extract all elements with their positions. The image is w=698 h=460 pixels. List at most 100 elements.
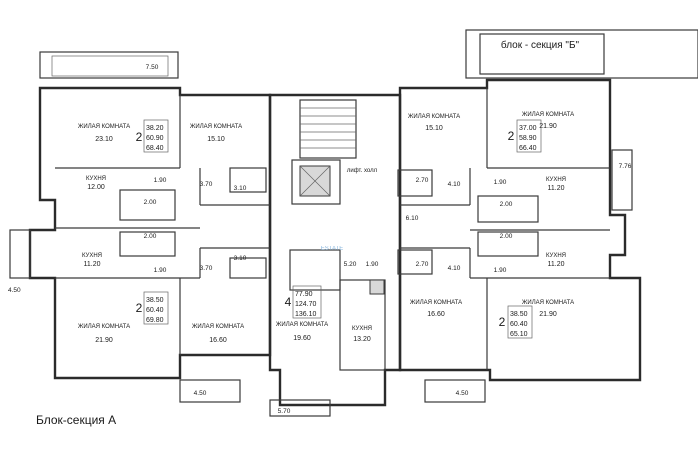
svg-text:19.60: 19.60 [293,335,311,342]
svg-text:23.10: 23.10 [95,136,113,143]
svg-text:2.70: 2.70 [416,177,429,184]
room-r9: ЖИЛАЯ КОМНАТА 15.10 [408,114,460,132]
svg-text:2: 2 [508,129,515,143]
bottom-balconies: 4.50 5.70 4.50 4.50 7.76 [8,149,633,417]
svg-text:1.90: 1.90 [154,177,167,184]
partitions-right [397,88,610,370]
svg-text:13.20: 13.20 [353,336,371,343]
apt-summary-bl: 2 38.50 60.40 69.80 [136,291,169,325]
svg-text:2: 2 [499,315,506,329]
svg-text:3.70: 3.70 [200,265,213,272]
room-r14: ЖИЛАЯ КОМНАТА 21.90 [522,300,574,318]
svg-text:21.90: 21.90 [539,123,557,130]
svg-text:68.40: 68.40 [146,145,164,152]
svg-text:КУХНЯ: КУХНЯ [82,253,102,259]
svg-text:11.20: 11.20 [548,185,565,192]
svg-text:2.70: 2.70 [416,261,429,268]
svg-text:ЖИЛАЯ КОМНАТА: ЖИЛАЯ КОМНАТА [190,124,242,130]
svg-text:66.40: 66.40 [519,145,537,152]
apt-summary-bc: 4 77.90 124.70 136.10 [285,285,322,319]
svg-text:2: 2 [136,130,143,144]
room-r1: ЖИЛАЯ КОМНАТА 23.10 [78,124,130,143]
dim-450-br: 4.50 [456,390,469,397]
svg-text:2.00: 2.00 [144,233,157,240]
apt-summary-tr: 2 37.00 58.90 66.40 [508,119,542,153]
svg-text:15.10: 15.10 [207,136,225,143]
balcony-top-left: 7.50 [39,51,179,79]
svg-text:ЖИЛАЯ КОМНАТА: ЖИЛАЯ КОМНАТА [522,300,574,306]
dim-570: 5.70 [278,408,291,415]
watermark: ESTATE [321,246,343,252]
svg-text:12.00: 12.00 [87,184,105,191]
svg-text:21.90: 21.90 [95,337,113,344]
svg-text:38.50: 38.50 [146,297,164,304]
room-r7: ЖИЛАЯ КОМНАТА 19.60 [276,322,328,342]
svg-text:ЖИЛАЯ КОМНАТА: ЖИЛАЯ КОМНАТА [522,112,574,118]
small-area-labels: 1.90 3.70 3.10 2.00 2.00 1.90 3.70 3.10 … [144,177,513,274]
svg-text:3.10: 3.10 [234,185,247,192]
svg-text:6.10: 6.10 [406,215,419,222]
apt-summary-br: 2 38.50 60.40 65.10 [499,305,533,339]
dim-750: 7.50 [146,64,159,71]
room-r3: КУХНЯ 12.00 [86,176,106,191]
room-r5: ЖИЛАЯ КОМНАТА 21.90 [78,324,130,344]
room-r8: КУХНЯ 13.20 [352,326,372,343]
svg-text:4: 4 [285,295,292,309]
svg-text:ЖИЛАЯ КОМНАТА: ЖИЛАЯ КОМНАТА [408,114,460,120]
room-r10: ЖИЛАЯ КОМНАТА 21.90 [522,112,574,130]
svg-text:ЖИЛАЯ КОМНАТА: ЖИЛАЯ КОМНАТА [276,322,328,328]
svg-text:КУХНЯ: КУХНЯ [546,177,566,183]
room-r12: КУХНЯ 11.20 [546,253,566,268]
dim-450-left: 4.50 [8,287,21,294]
dim-776: 7.76 [619,163,632,170]
svg-text:ЖИЛАЯ КОМНАТА: ЖИЛАЯ КОМНАТА [192,324,244,330]
central-core: лифт. холл ESTATE [289,99,386,371]
apt-summary-tl: 2 38.20 60.90 68.40 [136,119,169,153]
lift-hall-label: лифт. холл [347,168,378,174]
svg-text:ЖИЛАЯ КОМНАТА: ЖИЛАЯ КОМНАТА [78,124,130,130]
svg-text:3.10: 3.10 [234,255,247,262]
svg-text:77.90: 77.90 [295,291,313,298]
svg-text:16.60: 16.60 [209,337,227,344]
svg-text:1.90: 1.90 [494,267,507,274]
svg-text:ЖИЛАЯ КОМНАТА: ЖИЛАЯ КОМНАТА [410,300,462,306]
svg-text:5.20: 5.20 [344,261,357,268]
svg-text:3.70: 3.70 [200,181,213,188]
svg-text:КУХНЯ: КУХНЯ [86,176,106,182]
svg-text:4.10: 4.10 [448,265,461,272]
room-r2: ЖИЛАЯ КОМНАТА 15.10 [190,124,242,143]
room-r13: ЖИЛАЯ КОМНАТА 16.60 [410,300,462,318]
svg-text:КУХНЯ: КУХНЯ [546,253,566,259]
svg-text:2.00: 2.00 [500,233,513,240]
svg-text:60.90: 60.90 [146,135,164,142]
svg-text:2: 2 [136,301,143,315]
svg-text:38.50: 38.50 [510,311,528,318]
svg-text:58.90: 58.90 [519,135,537,142]
svg-text:2.00: 2.00 [500,201,513,208]
svg-text:КУХНЯ: КУХНЯ [352,326,372,332]
svg-text:1.90: 1.90 [366,261,379,268]
svg-text:38.20: 38.20 [146,125,164,132]
svg-text:60.40: 60.40 [146,307,164,314]
svg-text:65.10: 65.10 [510,331,528,338]
dim-450-bl: 4.50 [194,390,207,397]
svg-text:15.10: 15.10 [425,125,443,132]
svg-text:1.90: 1.90 [154,267,167,274]
room-labels: ЖИЛАЯ КОМНАТА 23.10 ЖИЛАЯ КОМНАТА 15.10 … [78,112,574,344]
svg-text:4.10: 4.10 [448,181,461,188]
svg-text:21.90: 21.90 [539,311,557,318]
partitions-left [55,95,270,355]
svg-text:ЖИЛАЯ КОМНАТА: ЖИЛАЯ КОМНАТА [78,324,130,330]
svg-text:11.20: 11.20 [84,261,101,268]
svg-text:1.90: 1.90 [494,179,507,186]
svg-text:11.20: 11.20 [548,261,565,268]
room-r6: ЖИЛАЯ КОМНАТА 16.60 [192,324,244,344]
svg-text:124.70: 124.70 [295,301,317,308]
svg-text:2.00: 2.00 [144,199,157,206]
room-r11: КУХНЯ 11.20 [546,177,566,192]
svg-text:136.10: 136.10 [295,311,317,318]
outer-walls [28,78,642,407]
svg-text:37.00: 37.00 [519,125,537,132]
section-b-block: блок - секция "Б" [465,29,698,79]
